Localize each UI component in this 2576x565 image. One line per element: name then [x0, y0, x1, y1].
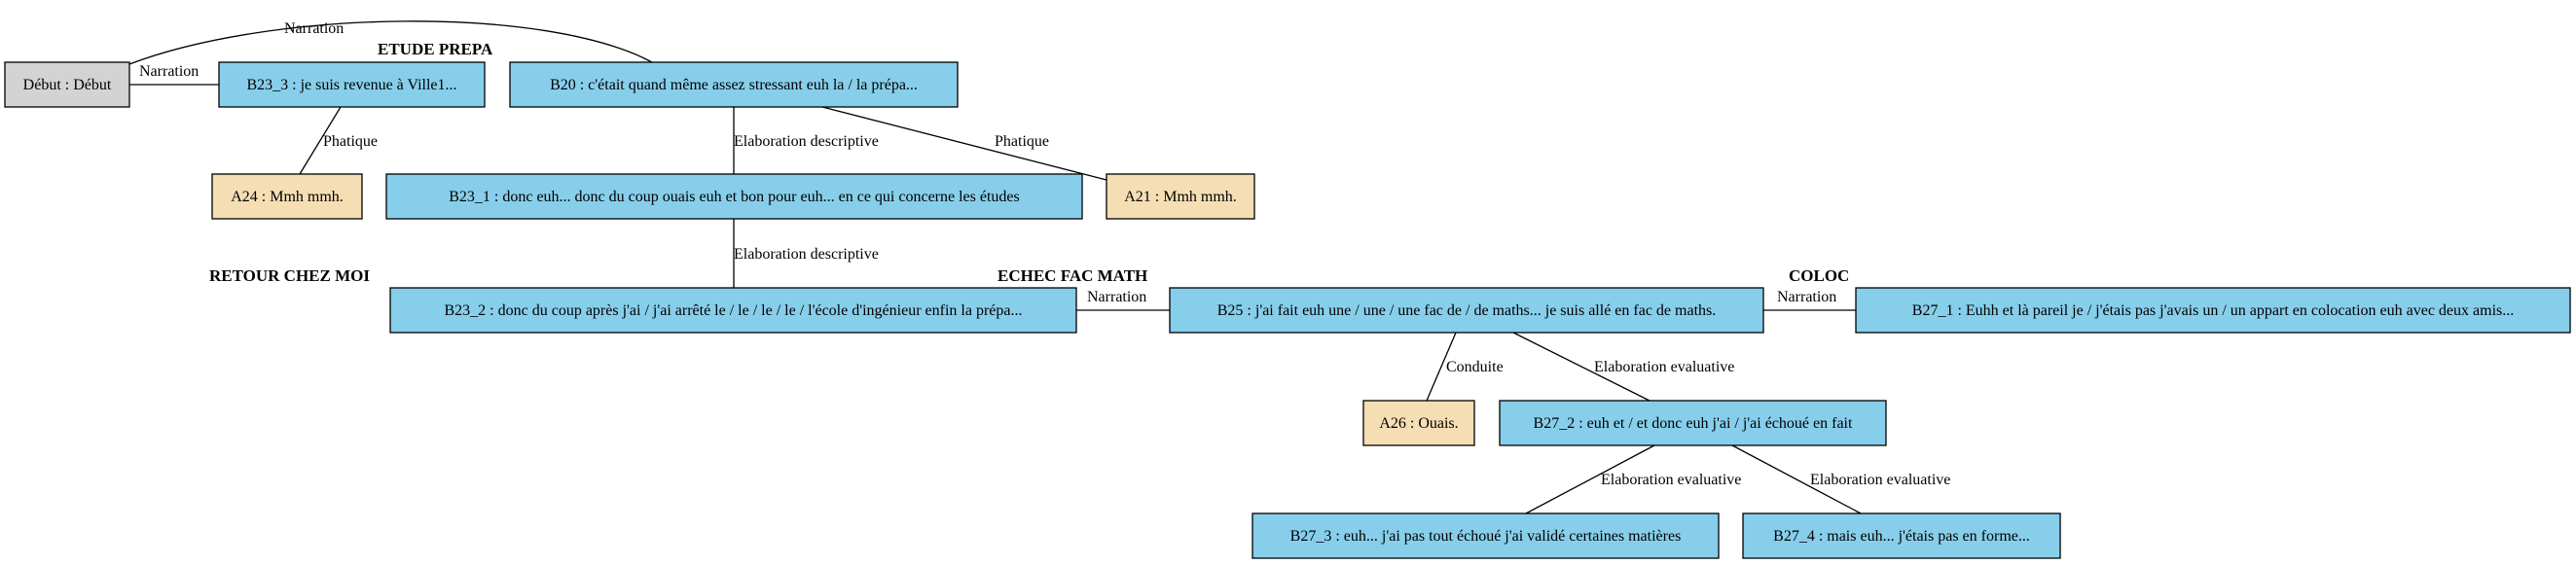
node-label: B23_2 : donc du coup après j'ai / j'ai a…	[445, 302, 1023, 319]
edge-label: Narration	[1777, 289, 1836, 305]
edge-b23_1-b23_2: Elaboration descriptive	[733, 219, 879, 288]
node-label: B27_2 : euh et / et donc euh j'ai / j'ai…	[1534, 415, 1853, 432]
node-box	[218, 61, 486, 108]
node-box	[1252, 512, 1720, 559]
edge-b25-b27_1: Narration	[1763, 289, 1856, 311]
edge-label: Phatique	[995, 133, 1049, 150]
node-a24[interactable]: A24 : Mmh mmh.	[211, 173, 363, 220]
node-box	[1169, 287, 1764, 334]
node-b27-3[interactable]: B27_3 : euh... j'ai pas tout échoué j'ai…	[1252, 512, 1720, 559]
node-b23-1[interactable]: B23_1 : donc euh... donc du coup ouais e…	[385, 173, 1083, 220]
edge-label: Conduite	[1446, 359, 1504, 375]
node-a26[interactable]: A26 : Ouais.	[1362, 400, 1475, 446]
section-label: ECHEC FAC MATH	[998, 266, 1147, 285]
node-label: Début : Début	[23, 77, 112, 93]
edge-b25-a26: Conduite	[1426, 332, 1504, 402]
node-box	[4, 61, 130, 108]
node-label: B25 : j'ai fait euh une / une / une fac …	[1217, 302, 1717, 319]
edge-line	[821, 106, 1107, 181]
edge-b27_2-b27_4: Elaboration evaluative	[1731, 444, 1950, 514]
edge-debut-b23_3: Narration	[129, 63, 219, 86]
section-label: RETOUR CHEZ MOI	[209, 266, 370, 285]
node-box	[1855, 287, 2571, 334]
node-b27-4[interactable]: B27_4 : mais euh... j'étais pas en forme…	[1742, 512, 2061, 559]
node-b23-2[interactable]: B23_2 : donc du coup après j'ai / j'ai a…	[389, 287, 1077, 334]
node-label: B23_3 : je suis revenue à Ville1...	[246, 77, 456, 93]
edge-label: Elaboration descriptive	[734, 246, 879, 263]
edge-b27_2-b27_3: Elaboration evaluative	[1525, 444, 1741, 514]
node-b27-1[interactable]: B27_1 : Euhh et là pareil je / j'étais p…	[1855, 287, 2571, 334]
edge-line	[128, 20, 653, 65]
node-a21[interactable]: A21 : Mmh mmh.	[1106, 173, 1255, 220]
edge-label: Elaboration descriptive	[734, 133, 879, 150]
edge-b25-b27_2: Elaboration evaluative	[1512, 332, 1734, 402]
node-box	[1106, 173, 1255, 220]
section-label: ETUDE PREPA	[378, 40, 493, 58]
edge-b23_3-a24: Phatique	[299, 106, 378, 175]
node-box	[1362, 400, 1475, 446]
edge-line	[299, 106, 342, 175]
edge-label: Elaboration evaluative	[1601, 472, 1741, 488]
edge-line	[1426, 332, 1457, 402]
node-label: A24 : Mmh mmh.	[231, 189, 344, 205]
edge-b20-a21: Phatique	[821, 106, 1107, 181]
node-label: B27_1 : Euhh et là pareil je / j'étais p…	[1912, 302, 2514, 319]
edge-label: Elaboration evaluative	[1810, 472, 1950, 488]
node-box	[211, 173, 363, 220]
edge-line	[1525, 444, 1655, 514]
node-b23-3[interactable]: B23_3 : je suis revenue à Ville1...	[218, 61, 486, 108]
sections-layer: ETUDE PREPA RETOUR CHEZ MOI ECHEC FAC MATH…	[209, 40, 1849, 285]
node-box	[1499, 400, 1887, 446]
node-b20[interactable]: B20 : c'était quand même assez stressant…	[509, 61, 959, 108]
edge-label: Elaboration evaluative	[1594, 359, 1734, 375]
edge-label: Narration	[284, 20, 344, 37]
node-box	[1742, 512, 2061, 559]
edge-debut-b20: Narration	[128, 20, 653, 65]
section-label: COLOC	[1789, 266, 1849, 285]
node-box	[389, 287, 1077, 334]
node-label: B23_1 : donc euh... donc du coup ouais e…	[449, 189, 1020, 205]
edge-line	[1731, 444, 1862, 514]
edge-label: Phatique	[323, 133, 378, 150]
node-label: B27_3 : euh... j'ai pas tout échoué j'ai…	[1290, 528, 1682, 545]
node-label: A21 : Mmh mmh.	[1124, 189, 1237, 205]
edge-line	[1512, 332, 1651, 402]
node-box	[509, 61, 959, 108]
edge-b23_2-b25: Narration	[1076, 289, 1170, 311]
node-b25[interactable]: B25 : j'ai fait euh une / une / une fac …	[1169, 287, 1764, 334]
node-b27-2[interactable]: B27_2 : euh et / et donc euh j'ai / j'ai…	[1499, 400, 1887, 446]
node-debut[interactable]: Début : Début	[4, 61, 130, 108]
edge-b20-b23_1: Elaboration descriptive	[733, 107, 879, 174]
node-label: B20 : c'était quand même assez stressant…	[550, 77, 918, 93]
node-label: B27_4 : mais euh... j'étais pas en forme…	[1773, 528, 2030, 545]
edge-label: Narration	[1087, 289, 1146, 305]
node-box	[385, 173, 1083, 220]
node-label: A26 : Ouais.	[1379, 415, 1458, 432]
edge-label: Narration	[139, 63, 199, 80]
nodes-layer: Début : Début B23_3 : je suis revenue à V…	[4, 61, 2571, 559]
